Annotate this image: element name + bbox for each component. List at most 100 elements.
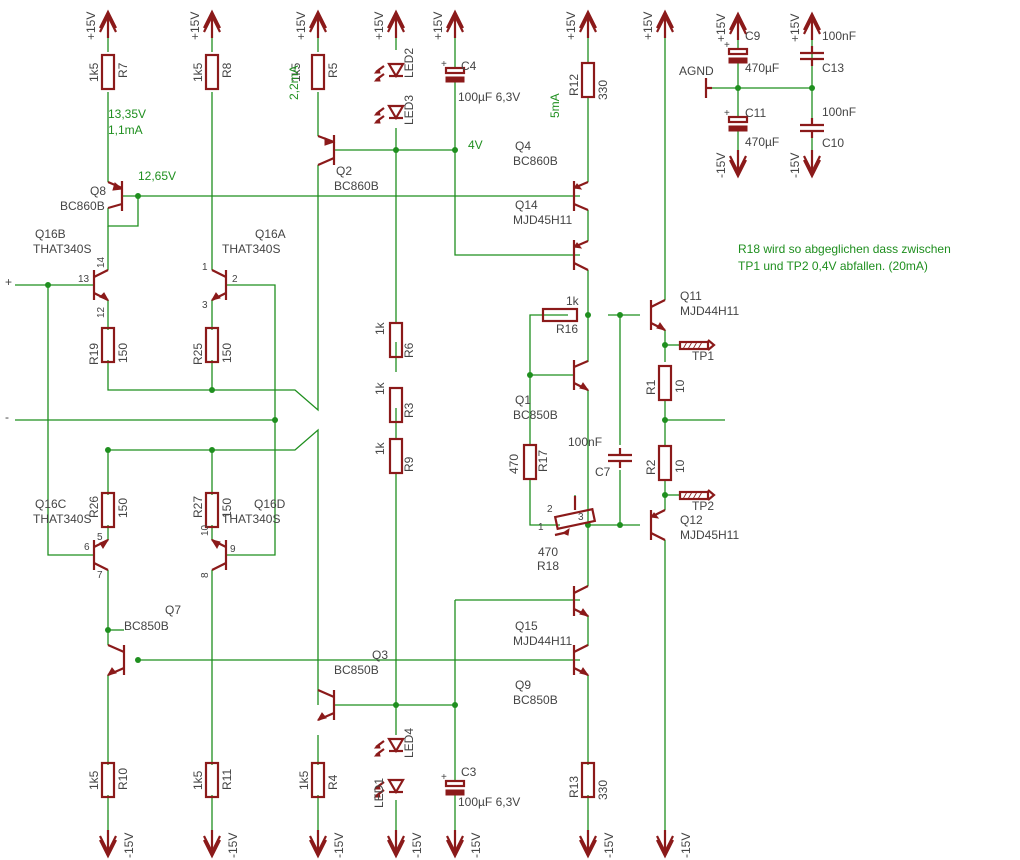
resistor-r19: R19 150 bbox=[87, 326, 130, 365]
capacitor-c11: C11 470µF bbox=[722, 106, 779, 149]
agnd-label: AGND bbox=[679, 64, 714, 78]
label-neg: -15V bbox=[788, 153, 802, 178]
svg-text:BC850B: BC850B bbox=[513, 693, 558, 707]
led-led2: LED2 bbox=[373, 48, 416, 83]
svg-text:6: 6 bbox=[84, 542, 90, 553]
label-pos: +15V bbox=[714, 14, 728, 42]
svg-text:R8: R8 bbox=[220, 62, 234, 78]
svg-text:Q12: Q12 bbox=[680, 513, 703, 527]
svg-text:10: 10 bbox=[673, 379, 687, 393]
supply-symbols bbox=[98, 10, 822, 858]
resistor-r8: 1k5 R8 bbox=[191, 53, 234, 91]
svg-text:R16: R16 bbox=[556, 322, 578, 336]
svg-text:C4: C4 bbox=[461, 59, 477, 73]
resistor-r25: R25 150 bbox=[191, 326, 234, 365]
resistor-r27: R27 150 bbox=[191, 491, 234, 529]
svg-text:1k5: 1k5 bbox=[191, 62, 205, 82]
svg-text:C3: C3 bbox=[461, 765, 477, 779]
svg-text:R12: R12 bbox=[567, 74, 581, 96]
transistor-q9: Q9 BC850B bbox=[513, 644, 590, 707]
svg-text:150: 150 bbox=[220, 343, 234, 363]
svg-text:1: 1 bbox=[538, 522, 544, 533]
annotation-5ma: 5mA bbox=[548, 93, 562, 118]
label-pos: +15V bbox=[788, 14, 802, 42]
svg-text:R19: R19 bbox=[87, 343, 101, 365]
resistor-r12: R12 330 bbox=[567, 61, 610, 100]
svg-text:R11: R11 bbox=[220, 769, 234, 790]
label-neg: -15V bbox=[332, 833, 346, 858]
svg-text:R10: R10 bbox=[116, 768, 130, 790]
supply-labels: +15V +15V +15V +15V +15V +15V +15V +15V … bbox=[84, 12, 802, 858]
svg-text:R4: R4 bbox=[326, 774, 340, 790]
resistor-r11: 1k5 R11 bbox=[191, 761, 234, 799]
svg-text:100µF 6,3V: 100µF 6,3V bbox=[458, 795, 520, 809]
svg-text:2: 2 bbox=[547, 504, 553, 515]
resistor-r6: 1k R6 bbox=[373, 321, 416, 359]
transistor-q12: Q12 MJD45H11 bbox=[649, 509, 739, 542]
svg-text:1k5: 1k5 bbox=[297, 770, 311, 790]
svg-text:Q4: Q4 bbox=[515, 139, 531, 153]
svg-text:Q15: Q15 bbox=[515, 619, 538, 633]
label-neg: -15V bbox=[226, 833, 240, 858]
svg-text:TP2: TP2 bbox=[692, 499, 714, 513]
svg-text:THAT340S: THAT340S bbox=[222, 512, 280, 526]
svg-text:470: 470 bbox=[538, 545, 558, 559]
annotation-4v: 4V bbox=[468, 138, 483, 152]
transistor-q16c: 6 5 7 Q16C THAT340S bbox=[33, 497, 110, 581]
capacitor-c10: 100nF C10 bbox=[798, 105, 856, 150]
svg-text:BC850B: BC850B bbox=[124, 619, 169, 633]
svg-text:150: 150 bbox=[220, 498, 234, 518]
svg-text:3: 3 bbox=[202, 300, 208, 311]
svg-text:100nF: 100nF bbox=[568, 435, 602, 449]
transistor-q8: Q8 BC860B bbox=[60, 180, 124, 213]
svg-text:R26: R26 bbox=[87, 496, 101, 518]
note-line-1: R18 wird so abgeglichen dass zwischen bbox=[738, 242, 951, 256]
label-pos: +15V bbox=[372, 12, 386, 40]
input-minus-label: - bbox=[5, 410, 9, 424]
svg-text:BC860B: BC860B bbox=[60, 199, 105, 213]
svg-text:LED3: LED3 bbox=[402, 95, 416, 125]
resistor-r26: R26 150 bbox=[87, 491, 130, 529]
label-pos: +15V bbox=[84, 12, 98, 40]
svg-text:R6: R6 bbox=[402, 342, 416, 358]
resistor-r16: 1k R16 bbox=[541, 294, 580, 336]
label-neg: -15V bbox=[714, 153, 728, 178]
label-pos: +15V bbox=[431, 12, 445, 40]
svg-text:14: 14 bbox=[96, 256, 107, 268]
svg-text:BC860B: BC860B bbox=[334, 179, 379, 193]
svg-text:R17: R17 bbox=[536, 450, 550, 472]
annotations: 13,35V 1,1mA 12,65V 2,2mA 4V 5mA R18 wir… bbox=[108, 65, 951, 273]
transistor-q3: Q3 BC850B bbox=[316, 648, 388, 722]
svg-text:5: 5 bbox=[97, 532, 103, 543]
capacitor-c3: C3 100µF 6,3V bbox=[439, 765, 520, 809]
svg-text:470: 470 bbox=[507, 454, 521, 474]
resistor-r1: R1 10 bbox=[644, 364, 687, 402]
svg-text:BC850B: BC850B bbox=[513, 408, 558, 422]
resistor-r5: 1k5 R5 bbox=[289, 53, 340, 91]
svg-text:C11: C11 bbox=[745, 106, 766, 120]
svg-text:R27: R27 bbox=[191, 496, 205, 518]
annotation-2-2ma: 2,2mA bbox=[287, 65, 301, 100]
led-led4: LED4 bbox=[373, 728, 416, 758]
svg-text:12: 12 bbox=[96, 306, 107, 318]
svg-text:R13: R13 bbox=[567, 776, 581, 798]
label-pos: +15V bbox=[641, 12, 655, 40]
svg-text:TP1: TP1 bbox=[692, 349, 714, 363]
svg-text:R2: R2 bbox=[644, 459, 658, 475]
svg-text:BC860B: BC860B bbox=[513, 154, 558, 168]
svg-text:C7: C7 bbox=[595, 465, 611, 479]
annotation-1-1ma: 1,1mA bbox=[108, 123, 143, 137]
svg-text:100nF: 100nF bbox=[822, 105, 856, 119]
transistor-q7: Q7 BC850B bbox=[106, 603, 181, 677]
svg-text:Q14: Q14 bbox=[515, 198, 538, 212]
svg-text:150: 150 bbox=[116, 343, 130, 363]
capacitor-c4: C4 100µF 6,3V bbox=[439, 57, 520, 104]
transistor-q2: Q2 BC860B bbox=[317, 134, 379, 193]
svg-text:Q16C: Q16C bbox=[35, 497, 67, 511]
transistor-q4 bbox=[572, 239, 589, 271]
svg-text:1k5: 1k5 bbox=[289, 62, 303, 82]
svg-text:R3: R3 bbox=[402, 402, 416, 418]
label-pos: +15V bbox=[294, 12, 308, 40]
svg-text:R18: R18 bbox=[537, 559, 559, 573]
